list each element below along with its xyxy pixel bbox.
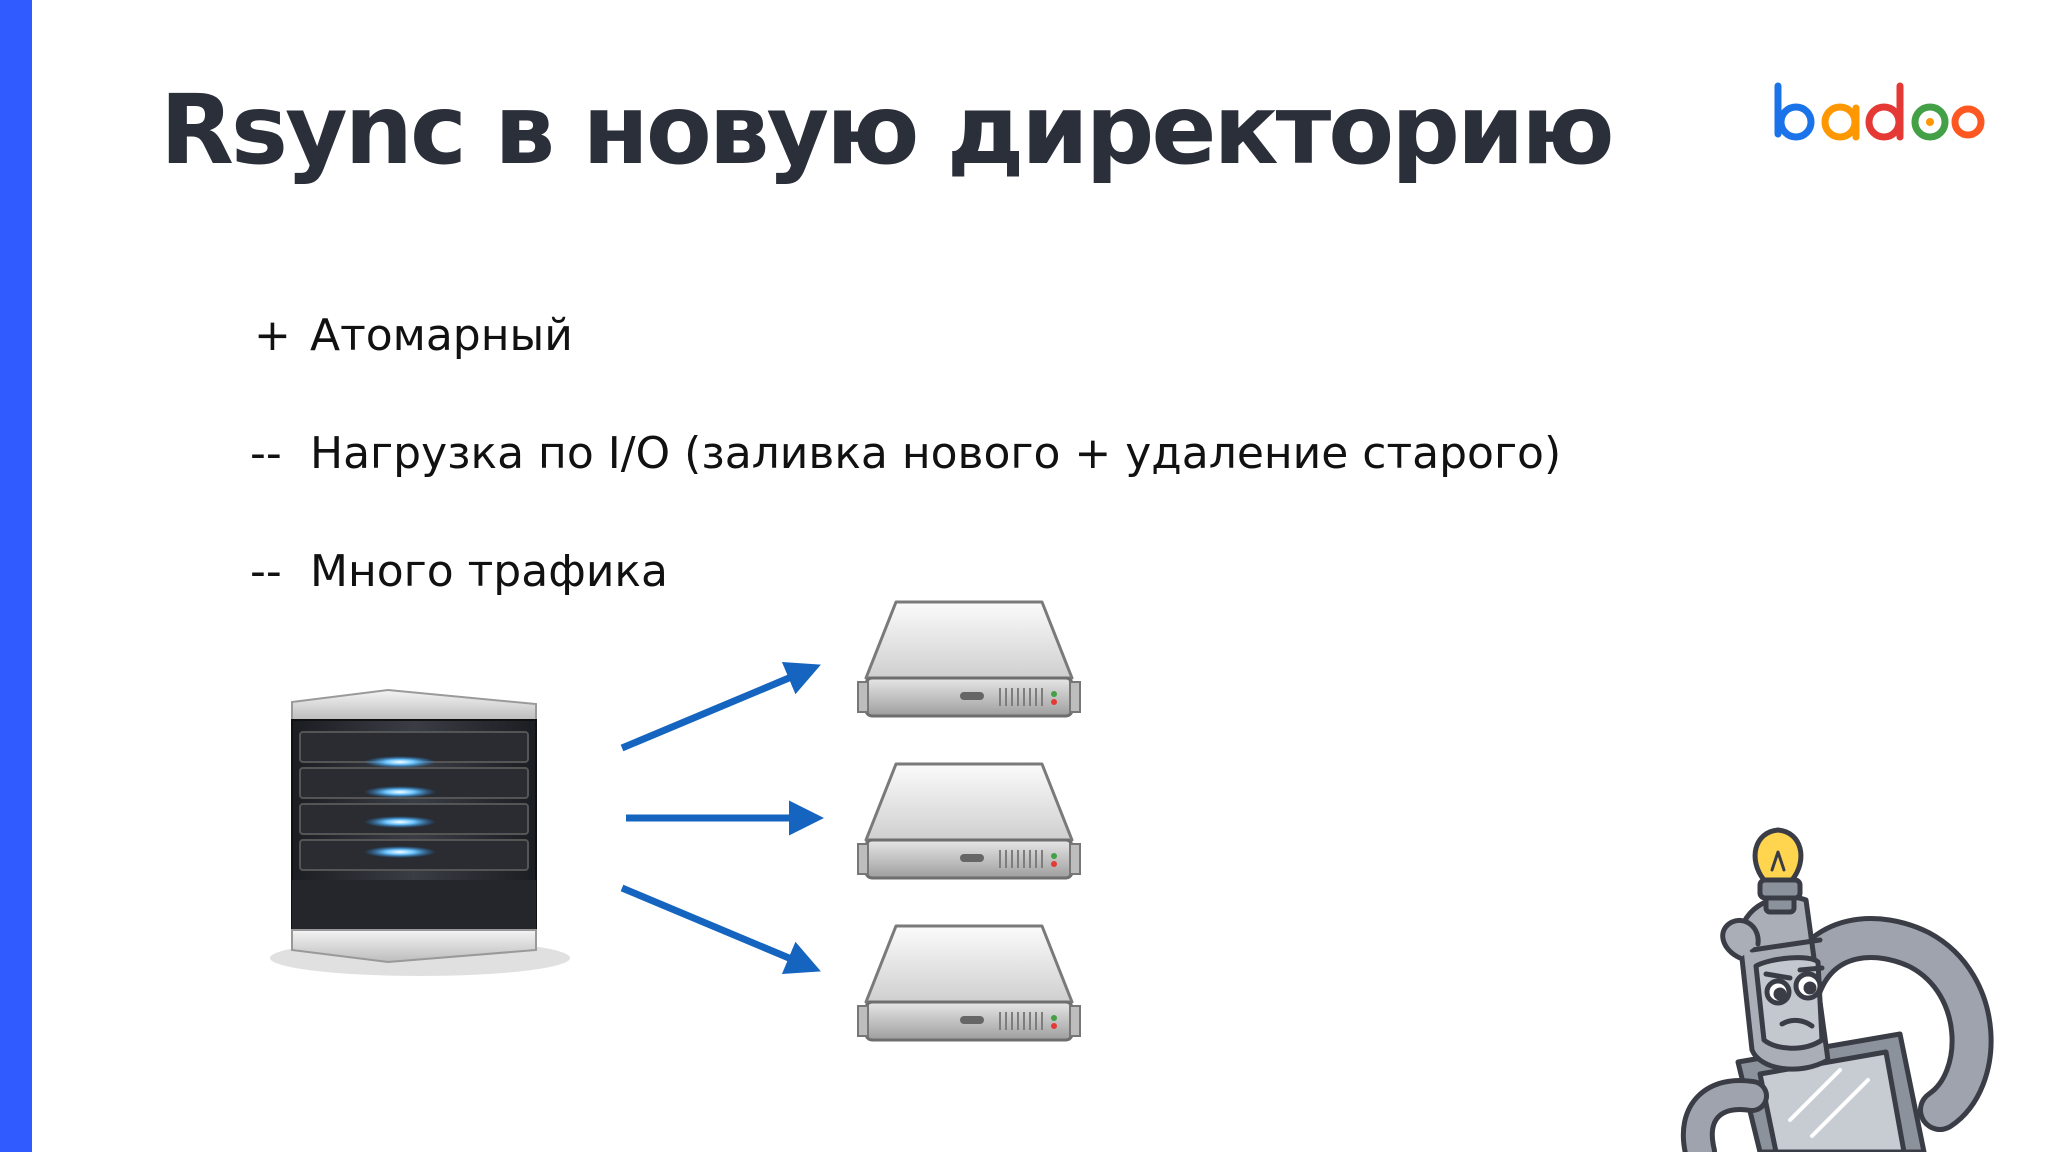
rack-server-icon xyxy=(857,600,1081,718)
bullet-marker: -- xyxy=(250,546,282,597)
bullet-item: + Атомарный xyxy=(250,310,1561,428)
rack-server-icon xyxy=(857,924,1081,1042)
accent-bar xyxy=(0,0,32,1152)
bullet-item: -- Много трафика xyxy=(250,546,1561,664)
bullet-text: Нагрузка по I/O (заливка нового + удален… xyxy=(310,428,1562,479)
slide-title: Rsync в новую директорию xyxy=(160,74,1615,186)
arrow-right-icon xyxy=(620,661,821,752)
badoo-logo xyxy=(1774,82,1985,141)
bullet-list: + Атомарный -- Нагрузка по I/O (заливка … xyxy=(250,310,1561,664)
bullet-text: Много трафика xyxy=(310,546,668,597)
bullet-text: Атомарный xyxy=(310,310,573,361)
tower-server-icon xyxy=(270,688,570,976)
bullet-marker: -- xyxy=(250,428,282,479)
arrow-right-icon xyxy=(620,884,821,975)
bullet-marker: + xyxy=(254,310,291,361)
bullet-item: -- Нагрузка по I/O (заливка нового + уда… xyxy=(250,428,1561,546)
rack-server-icon xyxy=(857,762,1081,880)
robot-mascot-icon xyxy=(1680,827,1994,1152)
